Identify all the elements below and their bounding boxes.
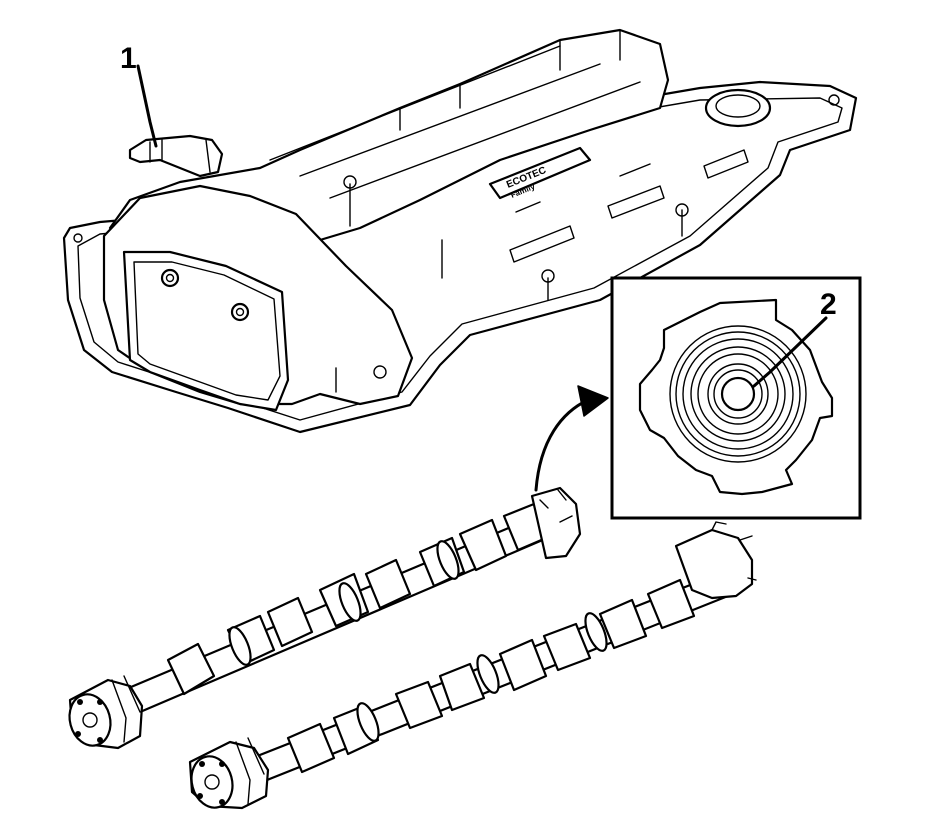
detail-view [610,276,862,520]
camshaft-exhaust [188,521,757,810]
camshaft-intake [68,486,582,750]
callout-1-leader [136,64,158,148]
camshaft-cover: ECOTEC Family [62,28,858,434]
callout-label-1: 1 [120,42,137,75]
curved-arrow [534,385,609,492]
callout-2-leader [752,316,828,388]
callout-label-2: 2 [820,288,837,321]
